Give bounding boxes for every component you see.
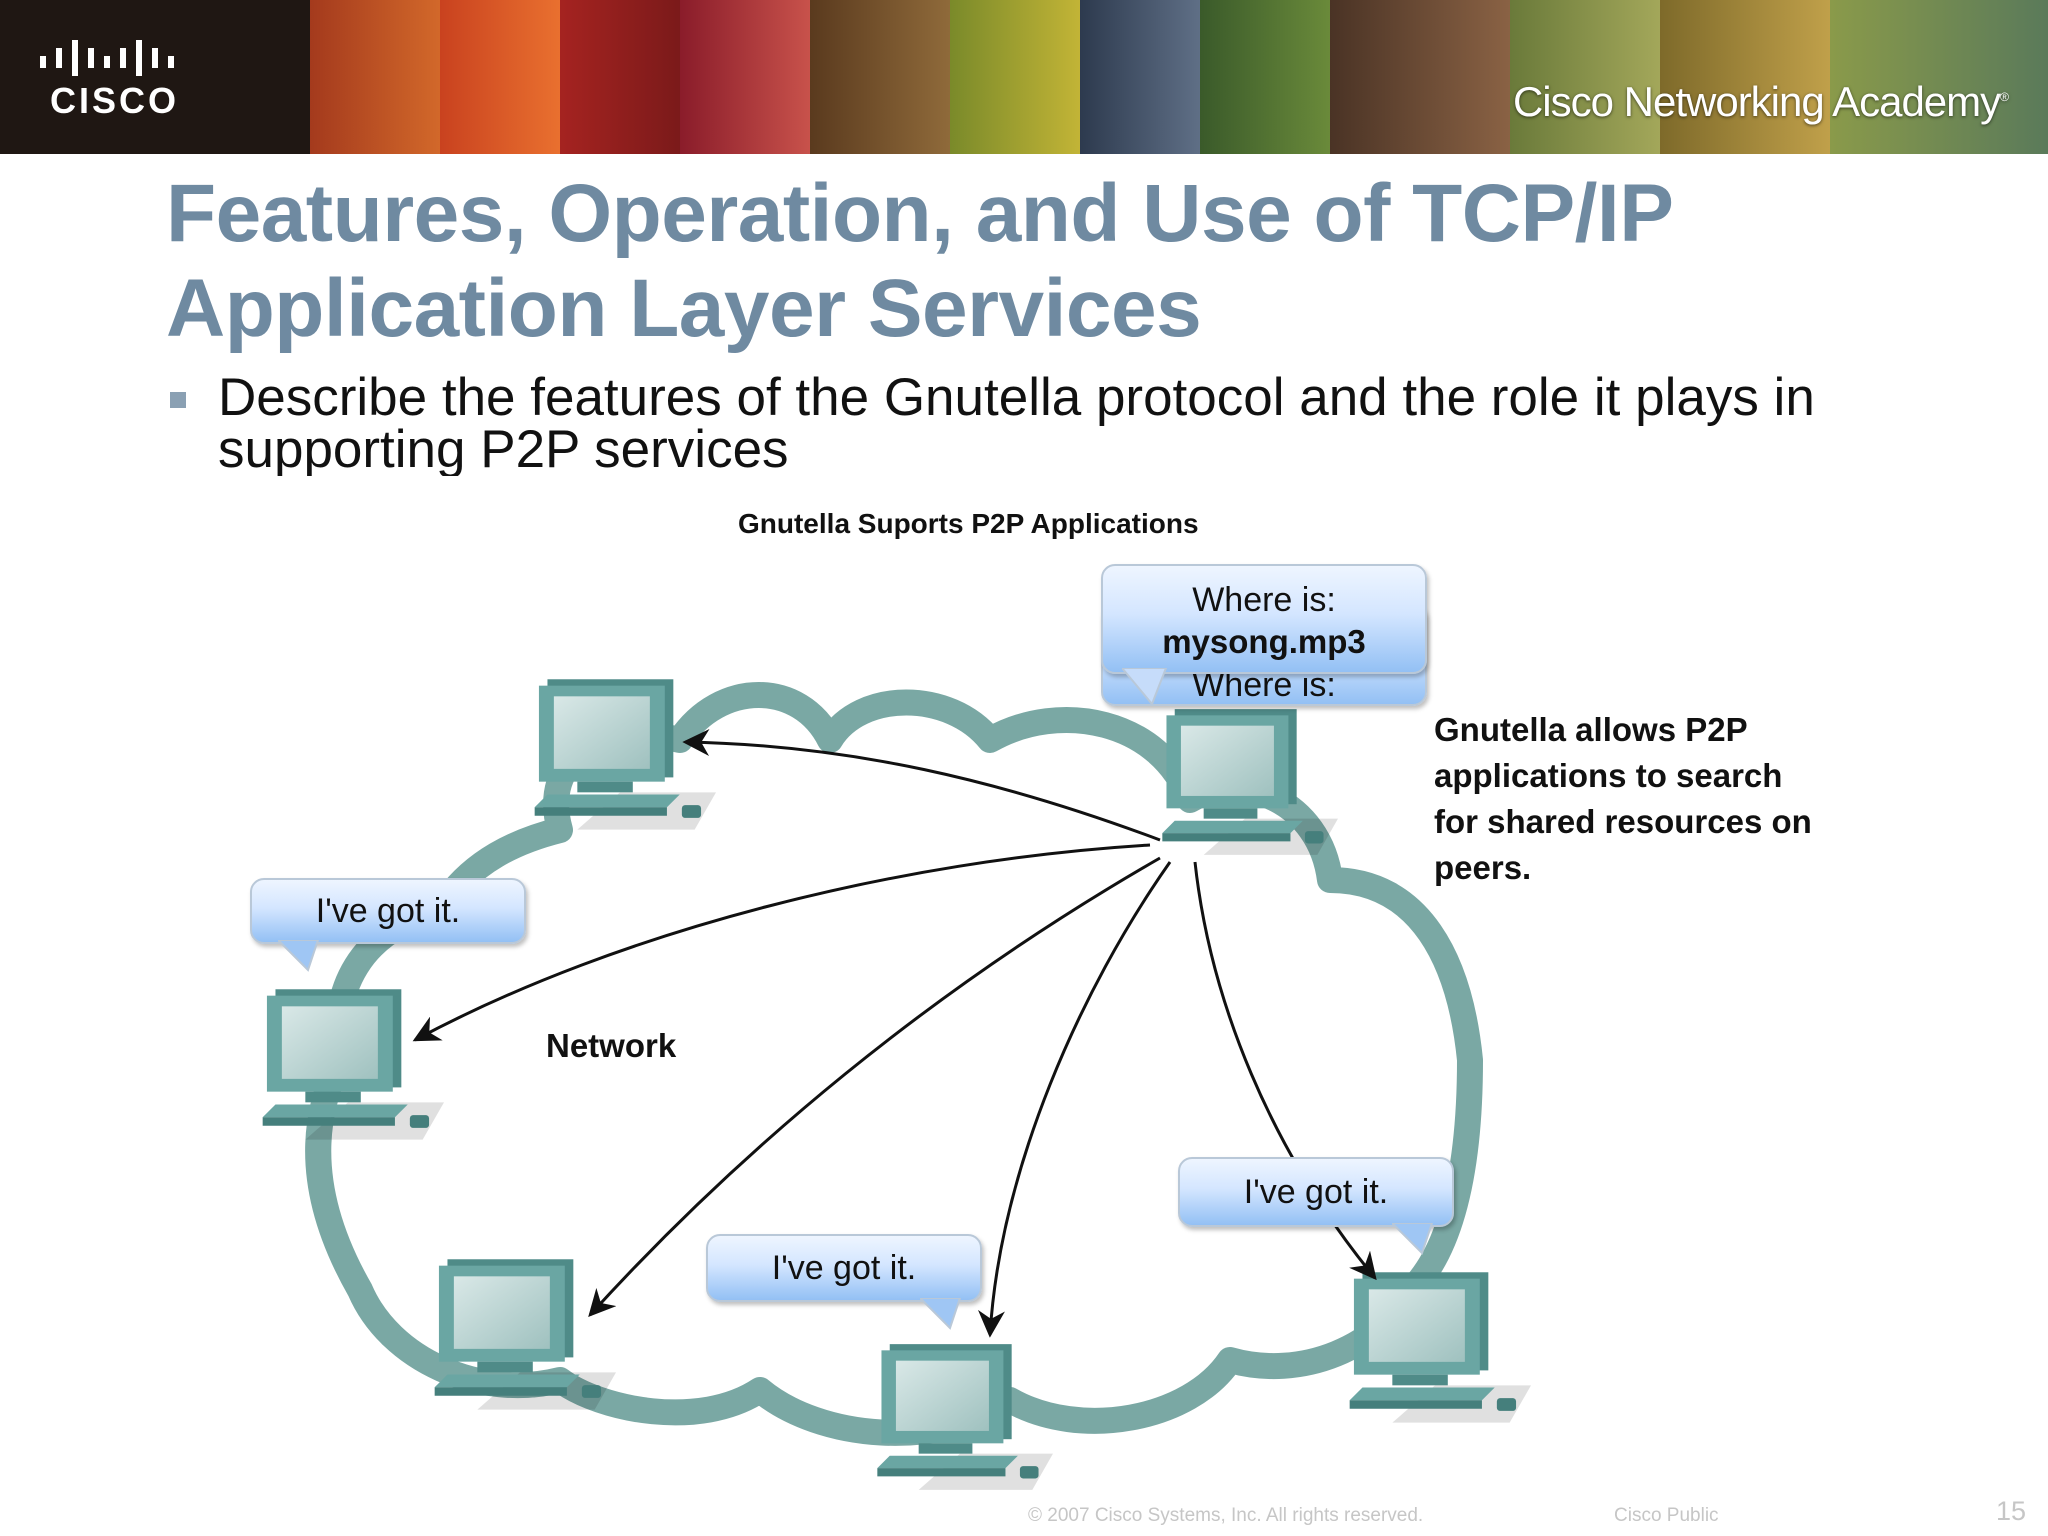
slide-title-line: Application Layer Services — [166, 263, 1202, 354]
query-bubble-line1: Where is: — [1192, 581, 1336, 619]
banner-photo-strip — [440, 0, 560, 154]
peer-computer-source — [1162, 709, 1338, 855]
cisco-logo-text: CISCO — [50, 80, 180, 121]
query-bubble-tail-icon — [1122, 668, 1168, 706]
reply-bubble-text: I've got it. — [771, 1249, 917, 1287]
header-banner: CISCO Cisco Networking Academy® — [0, 0, 2048, 154]
reply-bubble-text: I've got it. — [1243, 1173, 1389, 1211]
reply-bubble-text: I've got it. — [315, 892, 461, 930]
banner-photo-strip — [1200, 0, 1330, 154]
peer-computer — [1349, 1272, 1531, 1423]
reply-bubble-tail-icon — [1392, 1223, 1434, 1255]
cisco-bars-icon — [40, 40, 174, 76]
query-arrow — [588, 856, 1161, 1317]
banner-photo-strip — [1510, 0, 1660, 154]
academy-wordmark-text: Cisco Networking Academy — [1512, 78, 2001, 125]
diagram-caption: Gnutella allows P2P applications to sear… — [1434, 711, 1812, 886]
query-arrow — [412, 843, 1151, 1042]
network-label: Network — [546, 1027, 677, 1064]
reply-bubble: I've got it. — [1178, 1157, 1454, 1227]
slide-title: Features, Operation, and Use of TCP/IP A… — [166, 166, 1966, 356]
banner-photo-strip — [1330, 0, 1510, 154]
query-bubble-filename: mysong.mp3 — [1162, 623, 1366, 660]
banner-photo-strip — [1660, 0, 1830, 154]
page-number: 15 — [1996, 1496, 2027, 1526]
cisco-logo: CISCO — [0, 0, 310, 154]
footer-copyright: © 2007 Cisco Systems, Inc. All rights re… — [1028, 1505, 1424, 1526]
reply-bubble-tail-icon — [920, 1298, 962, 1330]
footer-classification: Cisco Public — [1614, 1505, 1719, 1526]
registered-mark: ® — [2000, 90, 2009, 104]
query-bubble: Where is: mysong.mp3 — [1101, 564, 1427, 674]
banner-photo-strip — [680, 0, 810, 154]
banner-photo-strip — [560, 0, 680, 154]
query-arrow — [682, 728, 1161, 842]
query-arrow — [978, 861, 1172, 1338]
reply-bubble: I've got it. — [250, 878, 526, 944]
diagram-title: Gnutella Suports P2P Applications — [738, 508, 1199, 539]
academy-wordmark: Cisco Networking Academy® — [1512, 78, 2009, 126]
banner-photo-strip — [1830, 0, 2048, 154]
bullet-text: Describe the features of the Gnutella pr… — [218, 372, 1815, 476]
network-cloud — [305, 682, 1483, 1446]
bullet-square-icon — [170, 392, 186, 408]
reply-bubble: I've got it. — [706, 1234, 982, 1302]
banner-photo-strip — [310, 0, 440, 154]
reply-bubble-tail-icon — [278, 940, 320, 972]
banner-photo-strip — [1080, 0, 1200, 154]
banner-photo-strip — [810, 0, 950, 154]
slide-title-line: Features, Operation, and Use of TCP/IP — [166, 168, 1674, 259]
banner-photo-strip — [950, 0, 1080, 154]
